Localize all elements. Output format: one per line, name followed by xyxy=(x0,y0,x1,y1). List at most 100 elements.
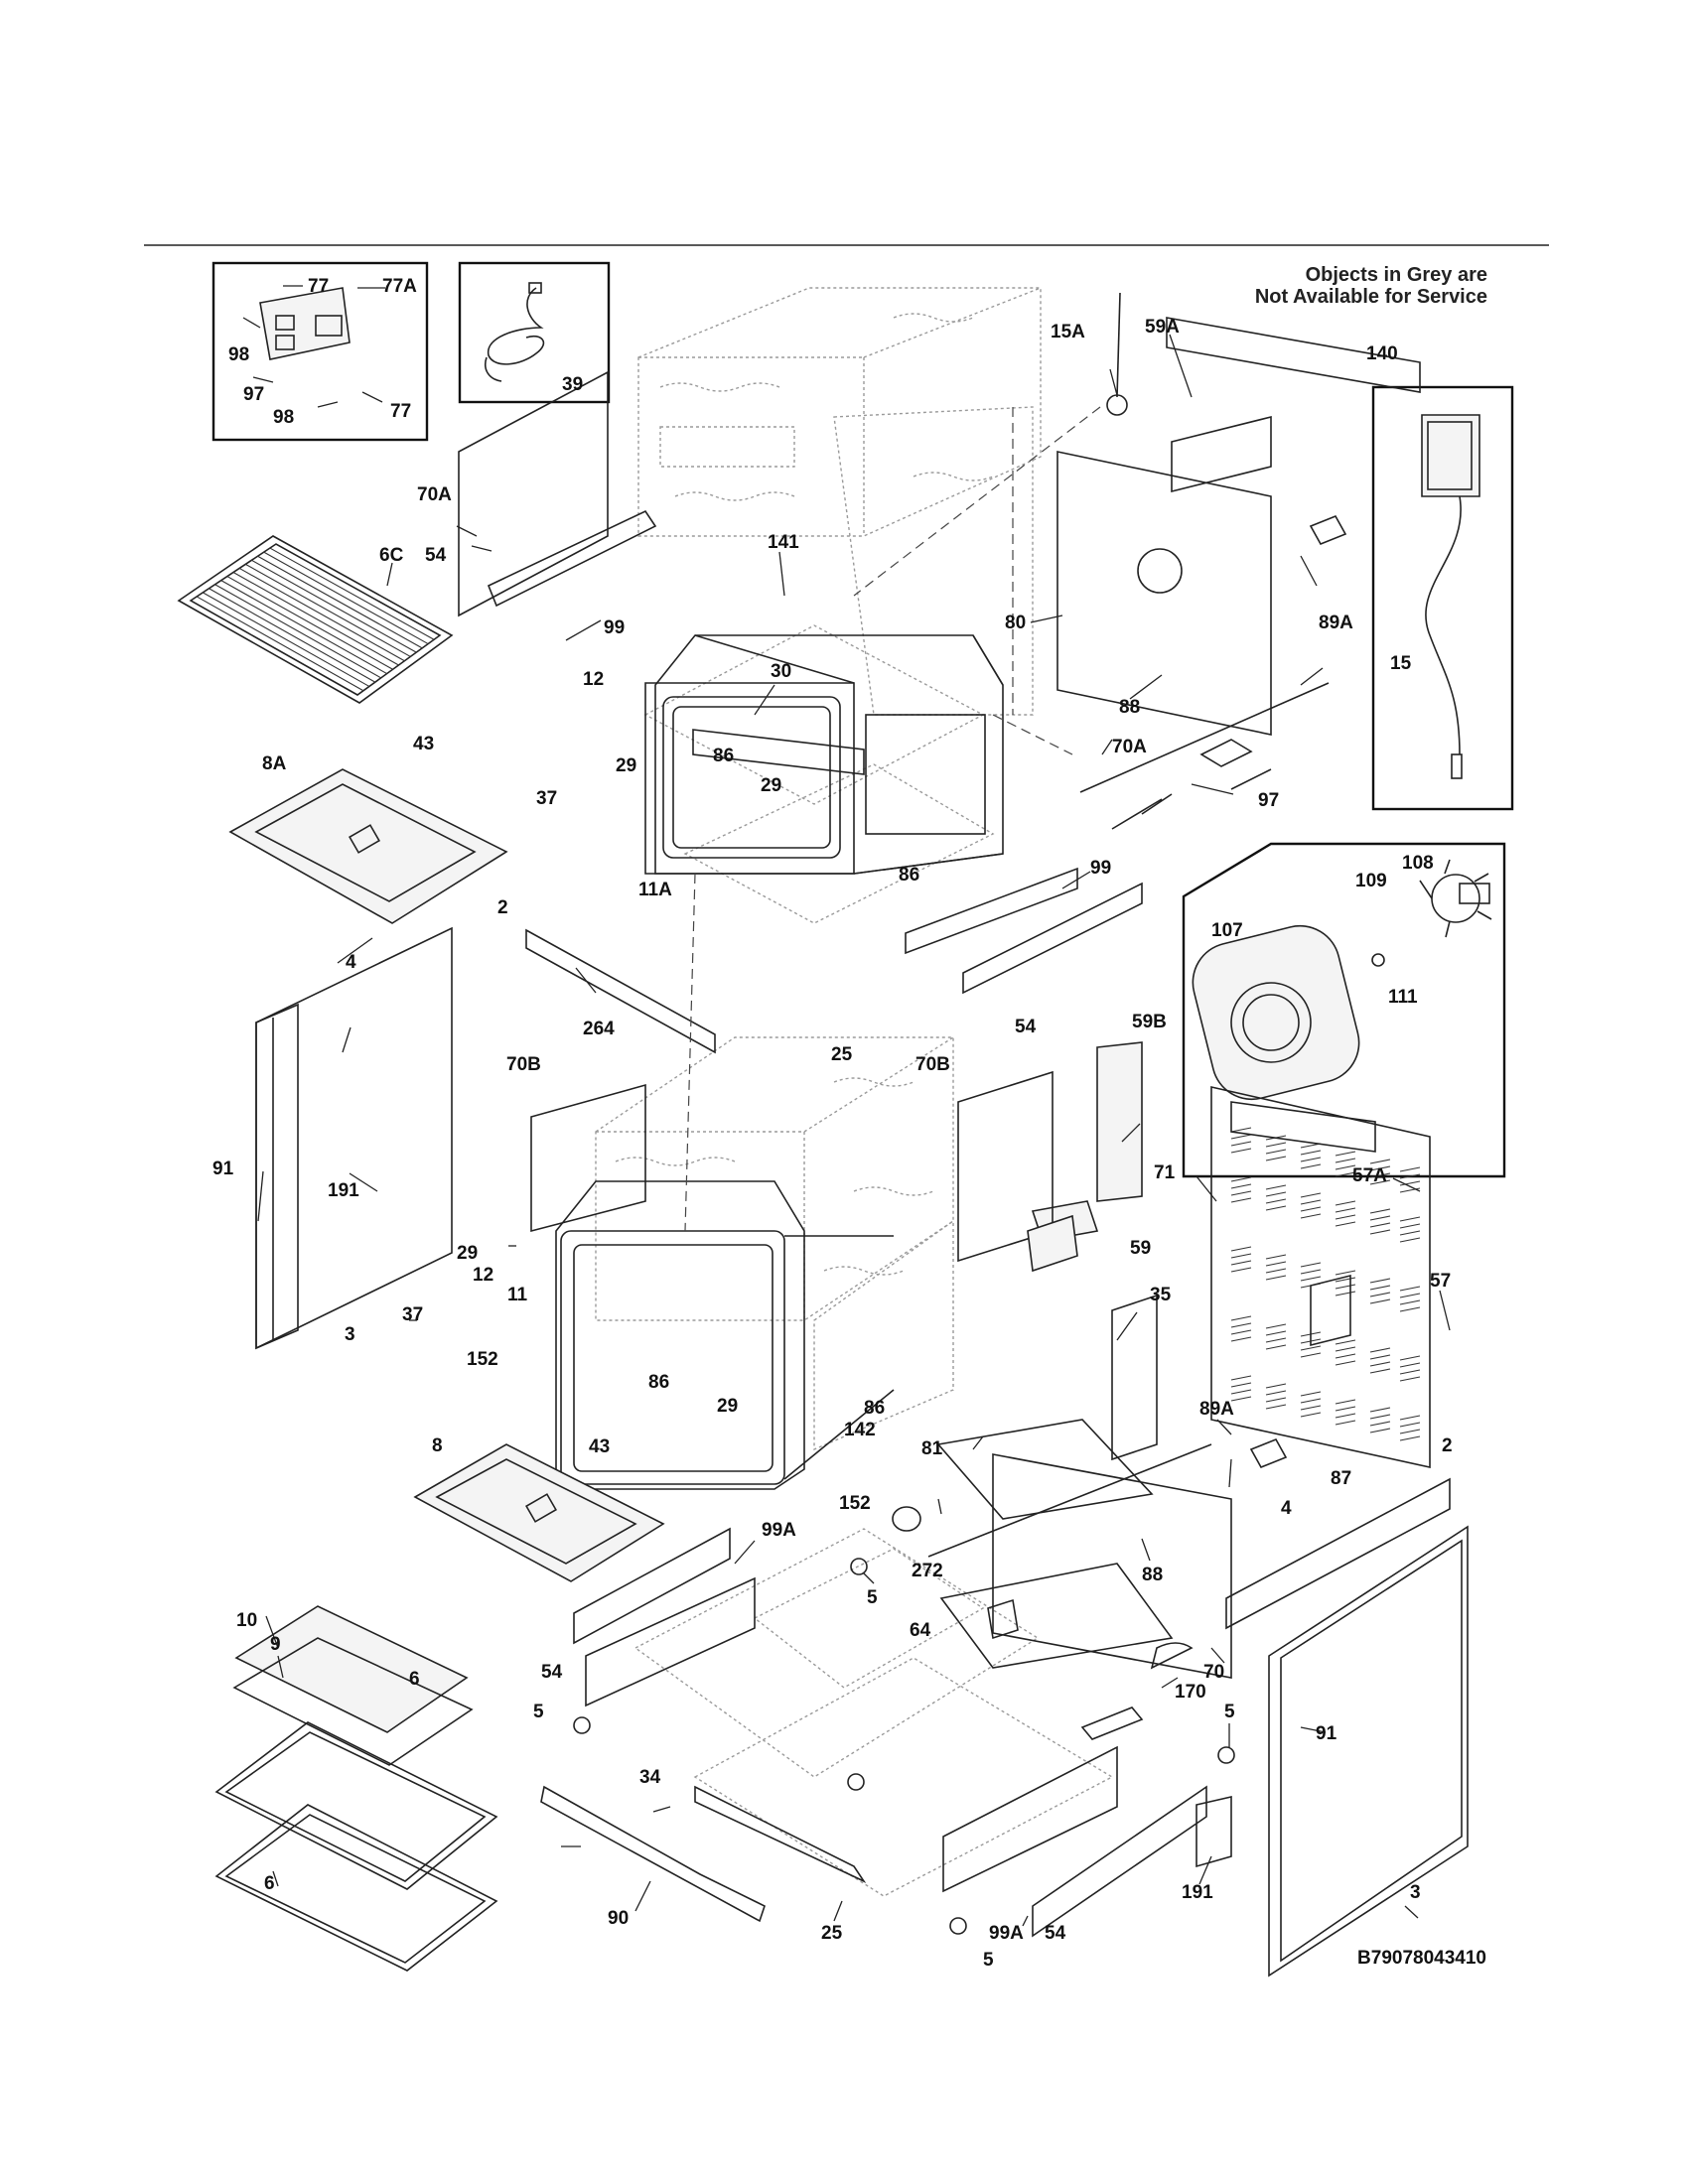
callout-86: 86 xyxy=(899,865,919,886)
callout-25: 25 xyxy=(821,1923,843,1944)
svg-text:Not Available for Service: Not Available for Service xyxy=(1255,286,1487,308)
callout-29: 29 xyxy=(761,775,781,796)
callout-86: 86 xyxy=(648,1372,669,1393)
drawing-code: B79078043410 xyxy=(1357,1948,1486,1969)
rack-6-upper xyxy=(214,1721,498,1890)
callout-99: 99 xyxy=(1090,858,1111,879)
callout-43: 43 xyxy=(589,1436,610,1457)
callout-57: 57 xyxy=(1430,1271,1451,1292)
rack-6c xyxy=(177,535,454,704)
callout-59B: 59B xyxy=(1132,1012,1167,1032)
callout-39: 39 xyxy=(562,374,583,395)
callout-91: 91 xyxy=(1316,1723,1337,1744)
callout-89A: 89A xyxy=(1199,1399,1234,1420)
callout-152: 152 xyxy=(839,1493,871,1514)
broiler-pan xyxy=(232,1605,474,1766)
callout-109: 109 xyxy=(1355,871,1387,891)
callout-70: 70 xyxy=(1203,1662,1224,1683)
callout-37: 37 xyxy=(402,1304,423,1325)
small-parts xyxy=(573,292,1351,1935)
callout-12: 12 xyxy=(473,1265,493,1286)
callout-91: 91 xyxy=(212,1159,234,1179)
callout-59: 59 xyxy=(1130,1238,1151,1259)
callout-30: 30 xyxy=(771,661,791,682)
inset-power-cord xyxy=(458,261,611,404)
callout-70B: 70B xyxy=(915,1054,950,1075)
alignment-lines xyxy=(684,406,1101,1232)
callout-8: 8 xyxy=(432,1435,443,1456)
callout-43: 43 xyxy=(413,734,434,754)
callout-89A: 89A xyxy=(1319,613,1353,633)
callout-2: 2 xyxy=(497,897,508,918)
availability-note: Objects in Grey are Not Available for Se… xyxy=(1255,264,1487,308)
callout-77: 77 xyxy=(390,401,411,422)
leader-lines xyxy=(252,334,1451,1927)
callout-29: 29 xyxy=(717,1396,738,1417)
callout-5: 5 xyxy=(533,1702,544,1722)
callout-97: 97 xyxy=(1258,790,1279,811)
callout-70B: 70B xyxy=(506,1054,541,1075)
callout-2: 2 xyxy=(1442,1435,1453,1456)
callout-170: 170 xyxy=(1175,1682,1206,1703)
callout-70A: 70A xyxy=(1112,737,1147,757)
callout-88: 88 xyxy=(1119,697,1140,718)
callout-99A: 99A xyxy=(762,1520,796,1541)
callout-6C: 6C xyxy=(379,545,404,566)
oven-bottom-8 xyxy=(413,1443,665,1582)
callout-77A: 77A xyxy=(382,276,417,297)
side-panel-left xyxy=(255,926,453,1350)
callout-90: 90 xyxy=(608,1908,629,1929)
inset-convection-fan xyxy=(1182,842,1506,1178)
callout-6: 6 xyxy=(409,1669,420,1690)
callout-97: 97 xyxy=(243,384,264,405)
upper-oven-cavity xyxy=(644,634,1004,875)
callout-29: 29 xyxy=(457,1243,478,1264)
inset-control-board xyxy=(211,261,429,442)
rear-frame-upper xyxy=(1056,317,1421,736)
callout-142: 142 xyxy=(844,1420,876,1440)
svg-text:Objects in Grey are: Objects in Grey are xyxy=(1306,264,1487,286)
callout-140: 140 xyxy=(1366,343,1398,364)
callout-11A: 11A xyxy=(638,880,672,900)
upper-oven-wrapper-grey xyxy=(637,287,1042,716)
callout-64: 64 xyxy=(910,1620,931,1641)
callout-191: 191 xyxy=(328,1180,359,1201)
callout-141: 141 xyxy=(768,532,799,553)
callout-98: 98 xyxy=(273,407,294,428)
callout-3: 3 xyxy=(345,1324,355,1345)
trim-parts xyxy=(458,370,1451,1938)
callout-191: 191 xyxy=(1182,1882,1213,1903)
callout-264: 264 xyxy=(583,1019,615,1039)
callout-34: 34 xyxy=(639,1767,661,1788)
callout-99: 99 xyxy=(604,617,625,638)
callout-15A: 15A xyxy=(1051,322,1085,342)
callout-54: 54 xyxy=(425,545,447,566)
callout-111: 111 xyxy=(1388,987,1418,1008)
callout-6: 6 xyxy=(264,1873,275,1894)
callout-29: 29 xyxy=(616,755,636,776)
callout-5: 5 xyxy=(867,1587,878,1608)
callout-5: 5 xyxy=(983,1950,994,1971)
oven-bottom-8a xyxy=(228,768,508,924)
callout-25: 25 xyxy=(831,1044,853,1065)
callout-54: 54 xyxy=(1015,1017,1037,1037)
callout-12: 12 xyxy=(583,669,604,690)
callout-81: 81 xyxy=(921,1438,943,1459)
callout-80: 80 xyxy=(1005,613,1026,633)
callout-59A: 59A xyxy=(1145,317,1180,338)
callout-77: 77 xyxy=(308,276,329,297)
callout-37: 37 xyxy=(536,788,557,809)
callout-3: 3 xyxy=(1410,1882,1421,1903)
callout-108: 108 xyxy=(1402,853,1434,874)
callout-10: 10 xyxy=(236,1610,257,1631)
callout-71: 71 xyxy=(1154,1162,1176,1183)
inset-module-15 xyxy=(1371,385,1514,811)
callout-35: 35 xyxy=(1150,1285,1172,1305)
callout-272: 272 xyxy=(912,1561,943,1581)
callout-4: 4 xyxy=(1281,1498,1292,1519)
callout-152: 152 xyxy=(467,1349,498,1370)
rear-frame-lower xyxy=(936,1294,1232,1679)
callout-70A: 70A xyxy=(417,484,452,505)
callout-5: 5 xyxy=(1224,1702,1235,1722)
